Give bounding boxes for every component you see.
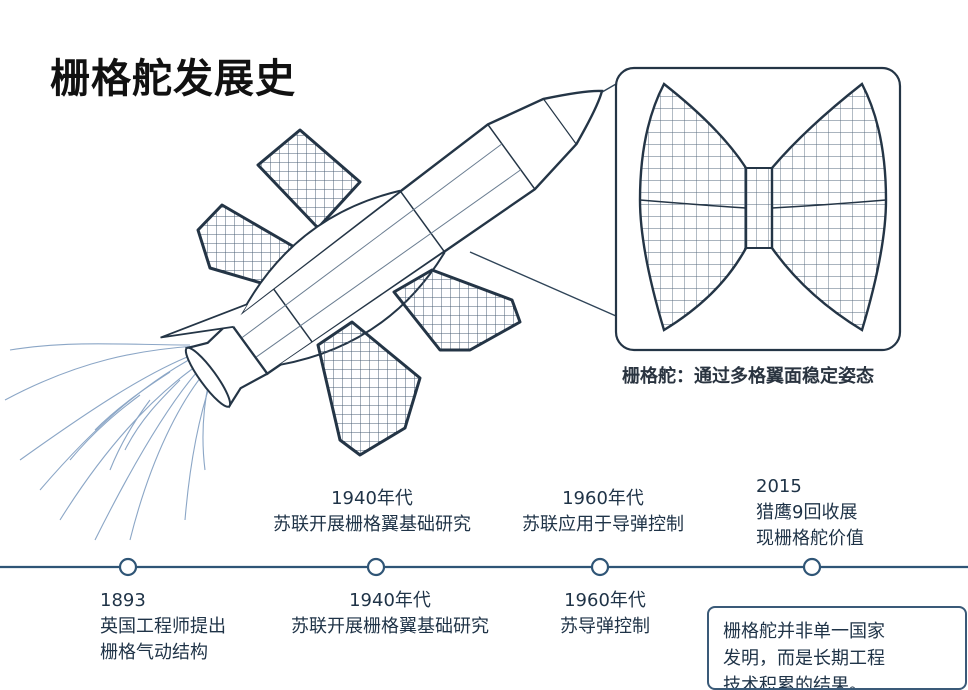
event-text: 苏联开展栅格翼基础研究 — [273, 514, 471, 535]
timeline-markers — [118, 557, 822, 577]
closeup-caption: 栅格舵：通过多格翼面稳定姿态 — [622, 366, 874, 387]
event-year: 2015 — [756, 476, 802, 497]
event-text: 苏联开展栅格翼基础研究 — [291, 616, 489, 637]
note-line: 发明，而是长期工程 — [723, 648, 885, 669]
grid-fin — [392, 268, 522, 352]
event-text: 苏导弹控制 — [560, 616, 650, 637]
timeline-marker — [118, 557, 138, 577]
timeline-marker — [802, 557, 822, 577]
connector-line — [469, 251, 617, 317]
timeline-marker — [366, 557, 386, 577]
timeline-marker — [590, 557, 610, 577]
event-text: 苏联应用于导弹控制 — [522, 514, 684, 535]
exhaust-plume — [4, 343, 216, 541]
rocket — [160, 89, 604, 457]
page-title: 栅格舵发展史 — [50, 56, 296, 102]
grid-fin-closeup — [614, 66, 902, 352]
grid-fin — [316, 320, 422, 457]
note-line: 技术积累的结果。 — [723, 675, 867, 690]
event-text: 英国工程师提出 — [100, 616, 226, 637]
event-text: 现栅格舵价值 — [756, 528, 864, 549]
timeline-event: 1940年代 苏联开展栅格翼基础研究 — [262, 486, 482, 538]
timeline-event: 1960年代 苏联应用于导弹控制 — [508, 486, 698, 538]
event-text: 猎鹰9回收展 — [756, 502, 858, 523]
event-year: 1960年代 — [562, 488, 644, 509]
timeline-event: 1960年代 苏导弹控制 — [530, 588, 680, 640]
event-year: 1893 — [100, 590, 146, 611]
event-text: 栅格气动结构 — [100, 642, 208, 663]
grid-fin — [256, 128, 362, 230]
event-year: 1960年代 — [564, 590, 646, 611]
summary-note: 栅格舵并非单一国家 发明，而是长期工程 技术积累的结果。 — [707, 606, 967, 690]
timeline-event: 2015 猎鹰9回收展 现栅格舵价值 — [756, 474, 956, 552]
timeline-event: 1893 英国工程师提出 栅格气动结构 — [100, 588, 300, 666]
event-year: 1940年代 — [331, 488, 413, 509]
note-line: 栅格舵并非单一国家 — [723, 621, 885, 642]
timeline-event: 1940年代 苏联开展栅格翼基础研究 — [280, 588, 500, 640]
event-year: 1940年代 — [349, 590, 431, 611]
